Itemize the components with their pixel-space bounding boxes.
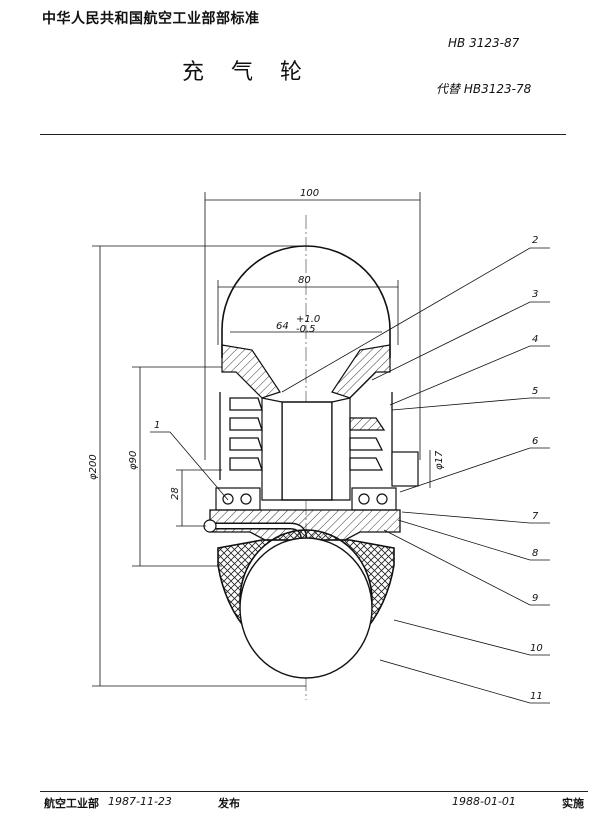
left-tyre-bead xyxy=(221,344,281,399)
dim-bore-diameter: φ17 xyxy=(434,450,445,470)
footer-issue-date: 1987-11-23 xyxy=(108,795,172,808)
balloon-leaders xyxy=(150,247,550,704)
dimension-lines xyxy=(92,192,431,687)
right-bearing xyxy=(351,487,397,511)
inner-tube-cavity xyxy=(239,537,373,679)
left-bearing xyxy=(215,487,261,511)
balloon-3: 3 xyxy=(532,289,538,300)
dim-hub-tol-upper: +1.0 xyxy=(296,314,320,325)
footer-issuer: 航空工业部 xyxy=(44,797,99,810)
footer-effective-date: 1988-01-01 xyxy=(452,795,516,808)
dim-hub-tol-lower: -0.5 xyxy=(296,324,316,335)
wheel-section-drawing: 100 80 64 +1.0 -0.5 φ200 φ90 28 φ17 2 3 … xyxy=(88,188,550,704)
right-tyre-bead xyxy=(331,344,391,399)
dim-overall-width: 100 xyxy=(300,188,319,199)
footer-implement-label: 实施 xyxy=(562,797,584,810)
balloon-labels: 2 3 4 5 6 7 8 9 10 11 1 xyxy=(154,235,543,702)
left-rim-fins xyxy=(219,392,263,480)
balloon-8: 8 xyxy=(532,548,538,559)
footer-divider xyxy=(40,791,588,792)
dim-hub-width: 64 xyxy=(276,321,289,332)
dim-height-28: 28 xyxy=(170,487,181,500)
hub-body xyxy=(281,401,333,501)
balloon-1: 1 xyxy=(154,420,160,431)
balloon-9: 9 xyxy=(532,593,538,604)
right-rim-fins xyxy=(349,392,393,480)
replaces-standard: 代替 HB3123-78 xyxy=(436,82,532,96)
dim-outer-diameter: φ200 xyxy=(88,454,99,480)
lower-tyre-section xyxy=(217,529,395,679)
balloon-4: 4 xyxy=(532,334,538,345)
balloon-10: 10 xyxy=(530,643,543,654)
axle-shaft xyxy=(391,451,419,487)
balloon-11: 11 xyxy=(530,691,543,702)
balloon-6: 6 xyxy=(532,436,538,447)
balloon-5: 5 xyxy=(532,386,538,397)
document-title: 充 气 轮 xyxy=(182,60,312,85)
balloon-2: 2 xyxy=(532,235,538,246)
header-divider xyxy=(40,134,566,135)
standard-code: HB 3123-87 xyxy=(448,36,520,50)
dim-inner-width: 80 xyxy=(298,275,311,286)
balloon-7: 7 xyxy=(532,511,539,522)
issuing-organization: 中华人民共和国航空工业部部标准 xyxy=(42,11,260,27)
footer-published-label: 发布 xyxy=(218,797,240,810)
dim-hub-diameter: φ90 xyxy=(128,451,139,470)
